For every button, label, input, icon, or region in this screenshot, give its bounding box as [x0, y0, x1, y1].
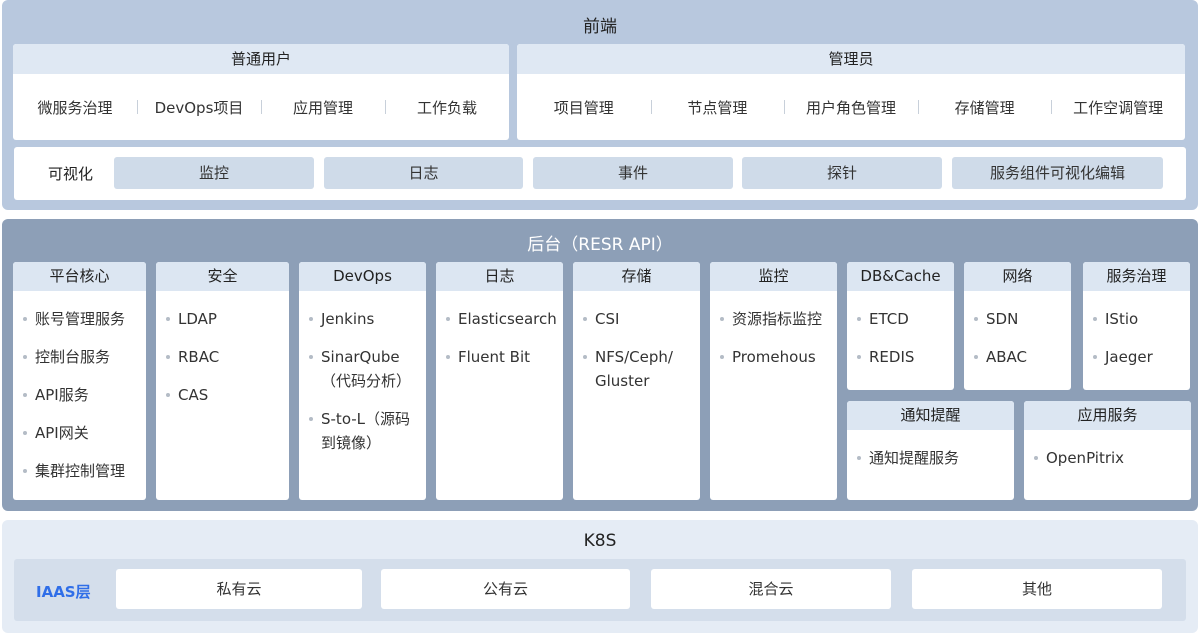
vis-item-monitor: 监控 [114, 157, 314, 189]
admin-item-storage: 存储管理 [917, 97, 1052, 118]
admin-group: 管理员 项目管理 节点管理 用户角色管理 存储管理 工作空调管理 [517, 44, 1185, 140]
vis-item-probe: 探针 [742, 157, 942, 189]
module-monitoring: 监控 资源指标监控 Promehous [710, 262, 837, 500]
module-item: CSI [581, 307, 694, 331]
user-item-devops: DevOps项目 [137, 97, 261, 118]
iaas-item-public-cloud: 公有云 [381, 569, 630, 609]
module-app-service: 应用服务 OpenPitrix [1024, 401, 1191, 500]
user-item-app-mgmt: 应用管理 [261, 97, 385, 118]
admin-group-title: 管理员 [517, 44, 1185, 74]
k8s-layer: K8S IAAS层 私有云 公有云 混合云 其他 [2, 520, 1198, 633]
visualization-row: 可视化 监控 日志 事件 探针 服务组件可视化编辑 [14, 147, 1186, 200]
iaas-row: IAAS层 私有云 公有云 混合云 其他 [14, 559, 1186, 621]
module-item: Fluent Bit [444, 345, 557, 369]
module-title: 网络 [964, 262, 1071, 291]
module-title: 日志 [436, 262, 563, 291]
module-item: Promehous [718, 345, 831, 369]
module-item: SinarQube（代码分析） [307, 345, 420, 393]
vis-item-event: 事件 [533, 157, 733, 189]
frontend-title: 前端 [583, 17, 617, 37]
module-item: IStio [1091, 307, 1184, 331]
module-item: 通知提醒服务 [855, 446, 1008, 470]
module-item: ABAC [972, 345, 1065, 369]
module-item: S-to-L（源码到镜像） [307, 407, 420, 455]
module-item: 集群控制管理 [21, 459, 140, 483]
module-title: 安全 [156, 262, 289, 291]
module-network: 网络 SDN ABAC [964, 262, 1071, 390]
module-item: Jenkins [307, 307, 420, 331]
module-item: OpenPitrix [1032, 446, 1185, 470]
module-title: DB&Cache [847, 262, 954, 291]
module-item: CAS [164, 383, 283, 407]
admin-item-workspace: 工作空调管理 [1051, 97, 1185, 118]
module-storage: 存储 CSI NFS/Ceph/ Gluster [573, 262, 700, 500]
module-db-cache: DB&Cache ETCD REDIS [847, 262, 954, 390]
iaas-label: IAAS层 [36, 583, 91, 601]
module-title: 服务治理 [1083, 262, 1190, 291]
module-title: 通知提醒 [847, 401, 1014, 430]
module-item: 账号管理服务 [21, 307, 140, 331]
user-item-microservice: 微服务治理 [37, 98, 113, 117]
module-item: API服务 [21, 383, 140, 407]
user-item-workload: 工作负载 [385, 97, 509, 118]
module-title: DevOps [299, 262, 426, 291]
module-security: 安全 LDAP RBAC CAS [156, 262, 289, 500]
visualization-label: 可视化 [48, 165, 94, 183]
vis-item-service-editor: 服务组件可视化编辑 [952, 157, 1163, 189]
user-group: 普通用户 微服务治理 DevOps项目 应用管理 工作负载 [13, 44, 509, 140]
k8s-title: K8S [583, 531, 617, 551]
module-item: 控制台服务 [21, 345, 140, 369]
iaas-item-other: 其他 [912, 569, 1162, 609]
module-title: 监控 [710, 262, 837, 291]
module-item: API网关 [21, 421, 140, 445]
module-item: Elasticsearch [444, 307, 557, 331]
module-item: LDAP [164, 307, 283, 331]
iaas-item-private-cloud: 私有云 [116, 569, 362, 609]
module-item: ETCD [855, 307, 948, 331]
frontend-layer: 前端 普通用户 微服务治理 DevOps项目 应用管理 工作负载 管理员 项目管… [2, 0, 1198, 210]
module-item: RBAC [164, 345, 283, 369]
admin-item-user-role: 用户角色管理 [784, 97, 918, 118]
admin-item-project: 项目管理 [553, 98, 614, 117]
module-title: 应用服务 [1024, 401, 1191, 430]
module-item: SDN [972, 307, 1065, 331]
module-service-governance: 服务治理 IStio Jaeger [1083, 262, 1190, 390]
module-platform-core: 平台核心 账号管理服务 控制台服务 API服务 API网关 集群控制管理 [13, 262, 146, 500]
module-notification: 通知提醒 通知提醒服务 [847, 401, 1014, 500]
vis-item-log: 日志 [324, 157, 523, 189]
backend-title: 后台（RESR API） [527, 235, 673, 255]
module-title: 存储 [573, 262, 700, 291]
module-item: 资源指标监控 [718, 307, 831, 331]
module-logging: 日志 Elasticsearch Fluent Bit [436, 262, 563, 500]
user-group-title: 普通用户 [13, 44, 509, 74]
iaas-item-hybrid-cloud: 混合云 [651, 569, 891, 609]
module-item: NFS/Ceph/ Gluster [581, 345, 694, 393]
admin-item-node: 节点管理 [650, 97, 785, 118]
module-item: Jaeger [1091, 345, 1184, 369]
module-title: 平台核心 [13, 262, 146, 291]
module-devops: DevOps Jenkins SinarQube（代码分析） S-to-L（源码… [299, 262, 426, 500]
module-item: REDIS [855, 345, 948, 369]
backend-layer: 后台（RESR API） 平台核心 账号管理服务 控制台服务 API服务 API… [2, 219, 1198, 511]
